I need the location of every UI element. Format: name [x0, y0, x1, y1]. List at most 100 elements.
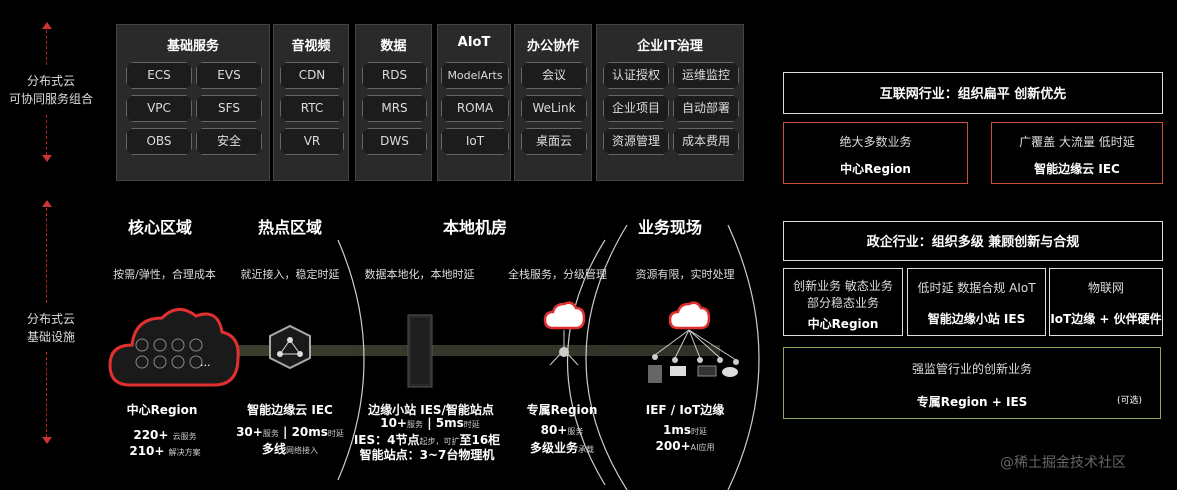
zone-title-hotspot: 热点区域 — [240, 214, 340, 238]
zone-desc-local: 数据本地化，本地时延 — [352, 266, 487, 282]
internet-right-solution: 智能边缘云 IEC — [992, 160, 1162, 177]
bottom-arrow-down — [42, 437, 52, 444]
stat-unit: 时延 — [328, 429, 344, 438]
gov-box1-line1: 创新业务 敏态业务 — [784, 277, 902, 294]
internet-industry-title: 互联网行业：组织扁平 创新优先 — [880, 87, 1067, 102]
service-group-title: 基础服务 — [117, 35, 269, 54]
zone-title-core: 核心区域 — [110, 214, 210, 238]
stat-ies-services: 10+服务 | 5ms时延 — [360, 416, 500, 430]
stat-unit: 起步，可扩 — [419, 437, 459, 446]
stat-value: 10+ — [380, 416, 407, 430]
zone-desc-core: 按需/弹性，合理成本 — [97, 266, 232, 282]
service-chip-meeting: 会议 — [521, 62, 587, 89]
top-dashed-line-lower — [46, 115, 47, 155]
bottom-dashed-line-lower — [46, 352, 47, 437]
service-group-title: 数据 — [356, 35, 431, 54]
stat-unit: 解决方案 — [169, 448, 201, 457]
stat-unit: 网络接入 — [286, 446, 318, 455]
service-chip-vr: VR — [280, 128, 344, 155]
service-chip-resource-mgmt: 资源管理 — [603, 128, 669, 155]
bottom-arrow-up — [42, 200, 52, 207]
stat-dedicated-services: 80+服务 — [512, 423, 612, 437]
gov-industry-header: 政企行业：组织多级 兼顾创新与合规 — [783, 221, 1163, 261]
stat-smart-site: 智能站点：3~7台物理机 — [352, 446, 502, 463]
gov-box1-solution: 中心Region — [784, 315, 902, 332]
regulated-industry-box: 强监管行业的创新业务 专属Region + IES (可选) — [783, 347, 1161, 419]
stat-iec-services: 30+服务 | 20ms时延 — [225, 425, 355, 439]
cloud-ellipsis: ... — [200, 356, 211, 369]
gov-ies-box: 低时延 数据合规 AIoT 智能边缘小站 IES — [907, 268, 1046, 336]
zone-desc-hotspot: 就近接入，稳定时延 — [225, 266, 355, 282]
stat-value: 1ms — [663, 423, 691, 437]
service-chip-dws: DWS — [362, 128, 427, 155]
service-chip-enterprise-project: 企业项目 — [603, 95, 669, 122]
stat-unit: 服务 — [407, 420, 423, 429]
regulated-solution: 专属Region + IES (可选) — [784, 393, 1160, 410]
service-chip-auto-deploy: 自动部署 — [673, 95, 739, 122]
service-group-office: 办公协作 会议 WeLink 桌面云 — [514, 24, 592, 181]
stat-unit: AI应用 — [691, 443, 715, 452]
stat-value: 200+ — [656, 439, 691, 453]
service-chip-vpc: VPC — [126, 95, 192, 122]
stat-value: 80+ — [541, 423, 568, 437]
service-group-it-governance: 企业IT治理 认证授权 运维监控 企业项目 自动部署 资源管理 成本费用 — [596, 24, 744, 181]
internet-left-desc: 绝大多数业务 — [784, 133, 967, 150]
internet-edge-box: 广覆盖 大流量 低时延 智能边缘云 IEC — [991, 122, 1163, 184]
service-chip-rtc: RTC — [280, 95, 344, 122]
service-chip-iot: IoT — [441, 128, 509, 155]
service-chip-ops-monitor: 运维监控 — [673, 62, 739, 89]
stat-value: 30+ — [236, 425, 263, 439]
bottom-dashed-line-upper — [46, 208, 47, 303]
stat-value: 220+ — [133, 428, 168, 442]
side-label-bottom: 分布式云 基础设施 — [0, 310, 102, 346]
gov-center-region-box: 创新业务 敏态业务 部分稳态业务 中心Region — [783, 268, 903, 336]
stat-unit: 服务 — [567, 427, 583, 436]
service-chip-modelarts: ModelArts — [441, 62, 509, 89]
stat-value: 210+ — [129, 444, 164, 458]
gov-box2-solution: 智能边缘小站 IES — [908, 310, 1045, 327]
top-arrow-up — [42, 22, 52, 29]
service-group-data: 数据 RDS MRS DWS — [355, 24, 432, 181]
connection-band — [160, 345, 720, 356]
internet-industry-header: 互联网行业：组织扁平 创新优先 — [783, 72, 1163, 114]
service-group-aiot: AIoT ModelArts ROMA IoT — [437, 24, 511, 181]
service-chip-sfs: SFS — [196, 95, 262, 122]
stat-unit: 时延 — [691, 427, 707, 436]
stat-value: 多线 — [262, 442, 286, 456]
gov-box3-solution: IoT边缘 + 伙伴硬件 — [1050, 310, 1162, 327]
service-chip-roma: ROMA — [441, 95, 509, 122]
internet-right-desc: 广覆盖 大流量 低时延 — [992, 133, 1162, 150]
service-chip-auth: 认证授权 — [603, 62, 669, 89]
service-chip-obs: OBS — [126, 128, 192, 155]
iot-edge-icon — [648, 303, 739, 383]
stat-value: | 5ms — [427, 416, 464, 430]
side-label-bottom-line2: 基础设施 — [0, 328, 102, 346]
service-chip-rds: RDS — [362, 62, 427, 89]
side-label-top: 分布式云 可协同服务组合 — [0, 72, 102, 108]
service-chip-ecs: ECS — [126, 62, 192, 89]
stat-iec-network: 多线网络接入 — [225, 440, 355, 457]
zone-name-dedicated-region: 专属Region — [512, 401, 612, 418]
service-chip-desktop-cloud: 桌面云 — [521, 128, 587, 155]
stat-core-services: 220+ 云服务 — [120, 428, 210, 442]
gov-iot-box: 物联网 IoT边缘 + 伙伴硬件 — [1049, 268, 1163, 336]
regulated-solution-text: 专属Region + IES — [917, 395, 1028, 409]
stat-ief-ai: 200+AI应用 — [630, 439, 740, 453]
gov-industry-title: 政企行业：组织多级 兼顾创新与合规 — [867, 235, 1080, 250]
stat-unit: 时延 — [464, 420, 480, 429]
zone-name-iec: 智能边缘云 IEC — [230, 401, 350, 418]
service-chip-evs: EVS — [196, 62, 262, 89]
stat-value: 至16柜 — [459, 433, 500, 447]
stat-core-solutions: 210+ 解决方案 — [120, 444, 210, 458]
edge-cloud-hexagon-icon — [270, 326, 310, 368]
service-chip-cdn: CDN — [280, 62, 344, 89]
stat-value: | 20ms — [283, 425, 328, 439]
gov-box2-desc: 低时延 数据合规 AIoT — [908, 279, 1045, 296]
zone-desc-dedicated: 全栈服务，分级管理 — [495, 266, 620, 282]
side-label-bottom-line1: 分布式云 — [0, 310, 102, 328]
stat-unit: 云服务 — [173, 432, 197, 441]
stat-value: 多级业务 — [530, 441, 578, 455]
regulated-optional: (可选) — [1117, 393, 1142, 406]
service-chip-cost: 成本费用 — [673, 128, 739, 155]
gov-box1-line2: 部分稳态业务 — [784, 294, 902, 311]
